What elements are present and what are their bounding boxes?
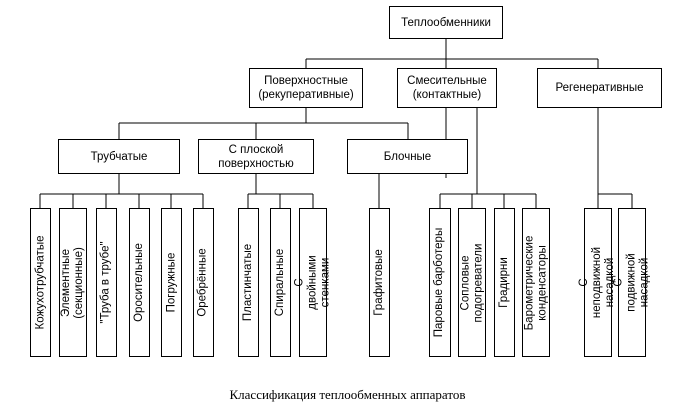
tubular-node: Трубчатые <box>58 139 180 174</box>
mixing-label: Смесительные (контактные) <box>407 75 487 101</box>
leaf-finned: Оребрённые <box>193 208 214 357</box>
leaf-spiral: Спиральные <box>270 208 291 357</box>
leaf-double-wall-label: С двойными стенками <box>293 255 332 310</box>
leaf-element-label: Элементные (секционные) <box>60 246 86 319</box>
leaf-moving-packing: С подвижной насадкой <box>613 208 651 357</box>
leaf-graphite-label: Графитовые <box>373 249 386 316</box>
leaf-shell-tube: Кожухотрубчатые <box>30 208 51 357</box>
leaf-double-wall: С двойными стенками <box>294 208 332 357</box>
tubular-label: Трубчатые <box>90 150 148 163</box>
leaf-spiral-label: Спиральные <box>274 248 286 317</box>
block-node: Блочные <box>347 139 468 174</box>
leaf-nozzle-heaters-label: Сопловые подогреватели <box>459 243 484 322</box>
leaf-barometric-label: Барометрические конденсаторы <box>523 235 549 330</box>
leaf-bubblers-label: Паровые барботеры <box>433 227 446 338</box>
surface-label: Поверхностные (рекуперативные) <box>258 75 354 101</box>
leaf-fixed-packing: С неподвижной насадкой <box>579 208 617 357</box>
leaf-irrigation-label: Оросительные <box>133 243 145 322</box>
leaf-plate: Пластинчатые <box>238 208 259 357</box>
leaf-submersible-label: Погружные <box>165 252 177 313</box>
leaf-finned-label: Оребрённые <box>197 248 210 317</box>
leaf-fixed-packing-label: С неподвижной насадкой <box>578 246 617 319</box>
block-label: Блочные <box>383 150 432 163</box>
surface-node: Поверхностные (рекуперативные) <box>249 68 363 108</box>
leaf-graphite: Графитовые <box>369 208 390 357</box>
flat-surface-label: С плоской поверхностью <box>218 143 294 170</box>
flat-surface-node: С плоской поверхностью <box>198 139 314 174</box>
leaf-moving-packing-label: С подвижной насадкой <box>612 253 651 312</box>
figure-caption: Классификация теплообменных аппаратов <box>229 387 466 402</box>
regen-node: Регенеративные <box>537 68 662 108</box>
leaf-submersible: Погружные <box>161 208 182 357</box>
leaf-shell-tube-label: Кожухотрубчатые <box>34 235 47 330</box>
mixing-node: Смесительные (контактные) <box>397 68 497 108</box>
leaf-barometric: Барометрические конденсаторы <box>522 208 550 357</box>
regen-label: Регенеративные <box>555 82 644 94</box>
leaf-tube-in-tube: "Труба в трубе" <box>96 208 117 357</box>
leaf-cooling-towers: Градирни <box>494 208 515 357</box>
leaf-irrigation: Оросительные <box>129 208 150 357</box>
leaf-cooling-towers-label: Градирни <box>498 257 510 308</box>
root-node: Теплообменники <box>389 6 503 39</box>
leaf-plate-label: Пластинчатые <box>242 243 255 322</box>
leaf-tube-in-tube-label: "Труба в трубе" <box>100 241 112 324</box>
root-label: Теплообменники <box>401 16 491 29</box>
leaf-bubblers: Паровые барботеры <box>429 208 451 357</box>
leaf-nozzle-heaters: Сопловые подогреватели <box>458 208 486 357</box>
leaf-element: Элементные (секционные) <box>59 208 87 357</box>
